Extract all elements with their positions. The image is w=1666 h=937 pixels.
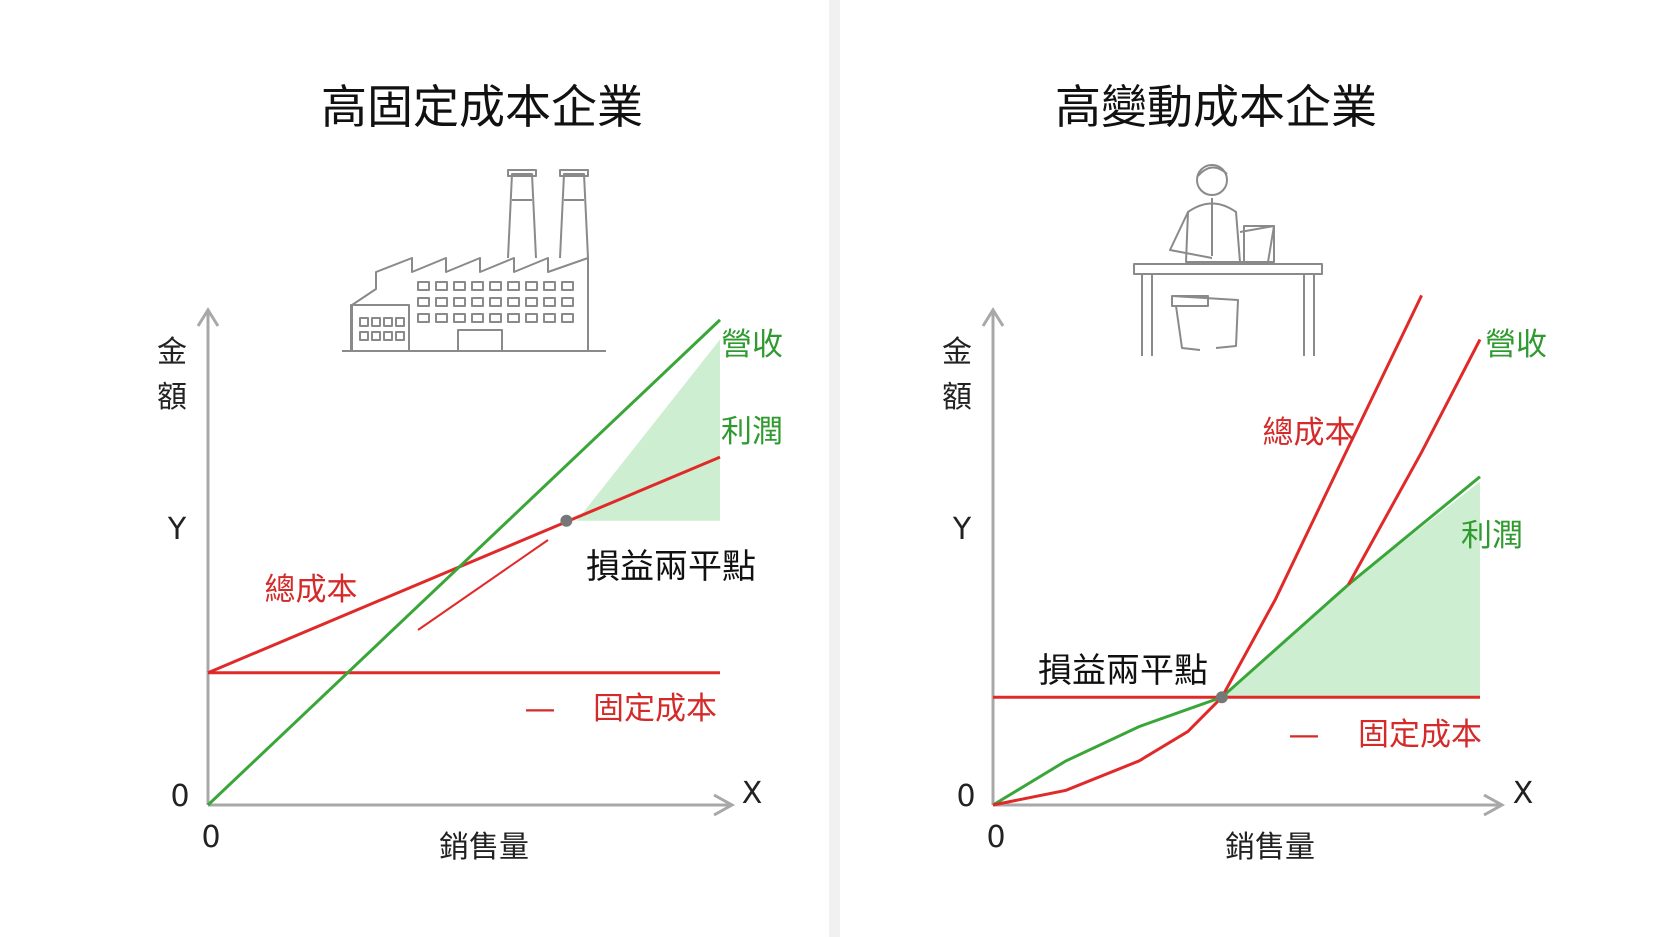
- left-break-even-pointer: [417, 539, 549, 631]
- factory-window: [453, 281, 466, 291]
- right-axes: [981, 307, 1506, 817]
- left-revenue-label: 營收: [721, 327, 783, 363]
- factory-window: [489, 313, 502, 323]
- left-profit-label: 利潤: [721, 414, 783, 450]
- factory-window: [435, 297, 448, 307]
- left-fixed-cost-label: 固定成本: [593, 691, 717, 727]
- factory-window: [561, 297, 574, 307]
- factory-window: [471, 313, 484, 323]
- factory-window: [417, 313, 430, 323]
- factory-icon: [342, 169, 606, 352]
- factory-window: [525, 281, 538, 291]
- left-x-tick: X: [742, 776, 763, 811]
- right-y-tick: Y: [952, 512, 972, 547]
- factory-window: [525, 313, 538, 323]
- left-y-tick: Y: [167, 512, 187, 547]
- right-profit-line: [992, 475, 1481, 807]
- left-profit-area: [576, 339, 720, 521]
- right-origin-y: 0: [956, 779, 975, 814]
- right-revenue-label: 營收: [1485, 327, 1547, 363]
- factory-window: [507, 297, 520, 307]
- right-chart-title: 高變動成本企業: [1055, 80, 1377, 134]
- factory-window: [395, 331, 405, 341]
- right-break-even-marker: [1215, 691, 1228, 704]
- left-origin-y: 0: [170, 779, 189, 814]
- factory-window: [435, 313, 448, 323]
- factory-window: [471, 297, 484, 307]
- factory-window: [453, 297, 466, 307]
- right-fixed-cost-label: 固定成本: [1358, 717, 1482, 753]
- left-ylabel-char-2: 額: [157, 380, 187, 415]
- factory-window: [383, 331, 393, 341]
- left-fixed-cost-dash: —: [525, 691, 556, 727]
- factory-window: [417, 297, 430, 307]
- factory-window: [561, 313, 574, 323]
- factory-window: [371, 331, 381, 341]
- left-xlabel: 銷售量: [439, 830, 529, 865]
- factory-window: [417, 281, 430, 291]
- right-fixed-cost-dash: —: [1289, 717, 1320, 753]
- right-profit-area: [1221, 481, 1480, 698]
- factory-window: [507, 281, 520, 291]
- factory-window: [561, 281, 574, 291]
- right-ylabel-char-2: 額: [942, 380, 972, 415]
- right-origin-x: 0: [986, 820, 1005, 855]
- panel-divider: [829, 0, 840, 937]
- right-revenue-line: [1347, 338, 1482, 586]
- left-break-even-label: 損益兩平點: [586, 547, 756, 587]
- left-origin-x: 0: [201, 820, 220, 855]
- factory-window: [471, 281, 484, 291]
- factory-window: [453, 313, 466, 323]
- factory-window: [435, 281, 448, 291]
- left-total-cost-label: 總成本: [265, 572, 358, 608]
- factory-window: [489, 281, 502, 291]
- right-profit-label: 利潤: [1461, 518, 1523, 554]
- left-ylabel-char-1: 金: [157, 335, 187, 370]
- left-total-cost-line: [207, 455, 721, 675]
- left-axes: [196, 307, 736, 817]
- left-break-even-marker: [560, 514, 573, 527]
- right-total-cost-label: 總成本: [1263, 415, 1356, 451]
- right-break-even-label: 損益兩平點: [1038, 651, 1208, 691]
- factory-window: [489, 297, 502, 307]
- factory-window: [507, 313, 520, 323]
- factory-window: [359, 331, 369, 341]
- left-revenue-line: [206, 318, 722, 807]
- right-xlabel: 銷售量: [1225, 830, 1315, 865]
- factory-window: [543, 281, 556, 291]
- right-x-tick: X: [1513, 776, 1534, 811]
- office-worker-icon: [1133, 164, 1323, 356]
- right-total-cost-line: [992, 294, 1423, 807]
- left-chart-title: 高固定成本企業: [321, 80, 643, 134]
- factory-window: [359, 317, 369, 327]
- right-chart: 高變動成本企業: [942, 80, 1547, 865]
- factory-window: [371, 317, 381, 327]
- factory-window: [525, 297, 538, 307]
- factory-window: [543, 313, 556, 323]
- left-chart: 高固定成本企業 金: [157, 80, 783, 865]
- factory-window: [543, 297, 556, 307]
- right-ylabel-char-1: 金: [942, 335, 972, 370]
- factory-window: [395, 317, 405, 327]
- factory-window: [383, 317, 393, 327]
